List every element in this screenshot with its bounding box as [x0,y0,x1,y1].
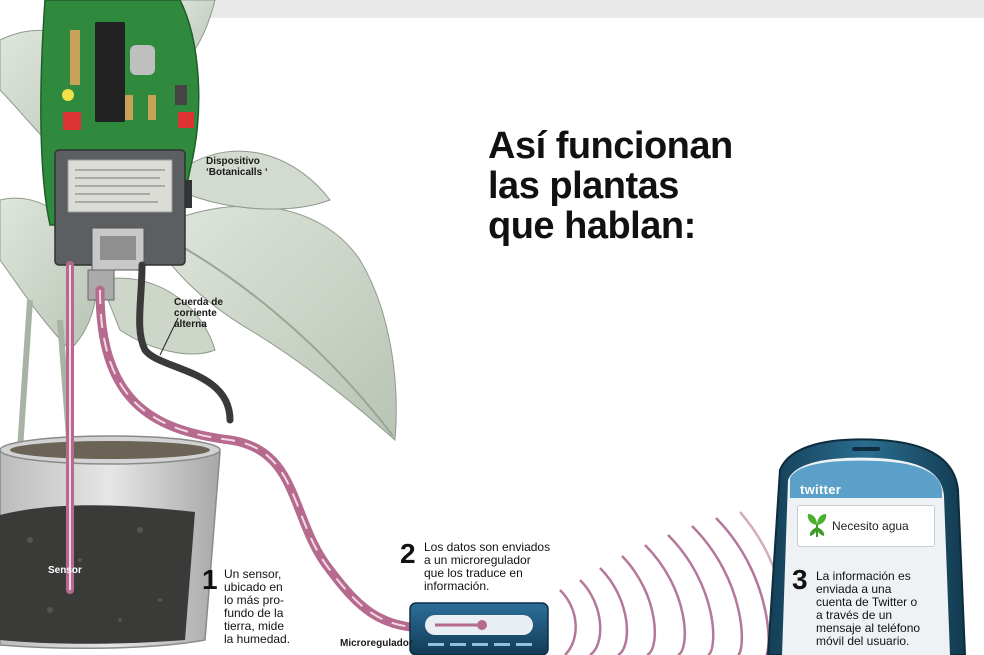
tweet-message[interactable]: Necesito agua [797,505,935,547]
step-2-line: a un microregulador [424,553,531,567]
cord-leader [159,317,179,356]
flower-pot [0,435,221,650]
title-line-3: que hablan: [488,205,696,247]
step-3-line: cuenta de Twitter o [816,595,918,609]
step-3-line: enviada a una [816,582,892,596]
title-line-2: las plantas [488,165,679,207]
twitter-logo: twitter [800,482,842,497]
step-3-line: La información es [816,569,911,583]
cord-label-line-2: corriente [174,308,217,319]
step-1-number: 1 [202,564,218,595]
step-1-line: tierra, mide [224,619,285,633]
step-2-line: información. [424,579,490,593]
sensor-label: Sensor [48,565,82,576]
step-2-line: que los traduce en [424,566,523,580]
soil-cutaway [0,505,195,644]
step-1-line: fundo de la [224,606,284,620]
signal-waves [559,511,788,655]
cord-label-line-1: Cuerda de [174,297,223,308]
cord-label-line-3: alterna [174,319,207,330]
device-label: Dispositivo ‘Botanicalls ‘ [206,156,268,178]
step-3-text: La información es enviada a una cuenta d… [816,570,920,648]
leaf-icon [807,514,827,537]
step-1-line: Un sensor, [224,567,282,581]
step-3-line: móvil del usuario. [816,634,910,648]
step-3-number: 3 [792,564,808,595]
step-2-line: Los datos son enviados [424,540,551,554]
step-2-number: 2 [400,538,416,569]
step-1-line: ubicado en [224,580,283,594]
title-line-1: Así funcionan [488,125,733,167]
step-1-text: Un sensor, ubicado en lo más pro- fundo … [224,568,290,646]
step-1-line: lo más pro- [224,593,285,607]
page-title: Así funcionan las plantas que hablan: [488,126,808,246]
tweet-text: Necesito agua [832,519,909,533]
cord-label: Cuerda de corriente alterna [174,297,223,330]
microregulator-device [409,602,549,655]
step-3-line: a través de un [816,608,893,622]
top-band [200,0,984,18]
device-label-line-2: ‘Botanicalls ‘ [206,167,268,178]
step-2-text: Los datos son enviados a un microregulad… [424,541,550,593]
leaf-upper-right [179,150,331,210]
device-label-line-1: Dispositivo [206,156,260,167]
step-1-line: la humedad. [224,632,291,646]
power-cord [136,261,234,424]
botanicalls-device [54,149,186,301]
step-3-line: mensaje al teléfono [816,621,921,635]
microregulator-label: Microregulador [340,638,413,649]
